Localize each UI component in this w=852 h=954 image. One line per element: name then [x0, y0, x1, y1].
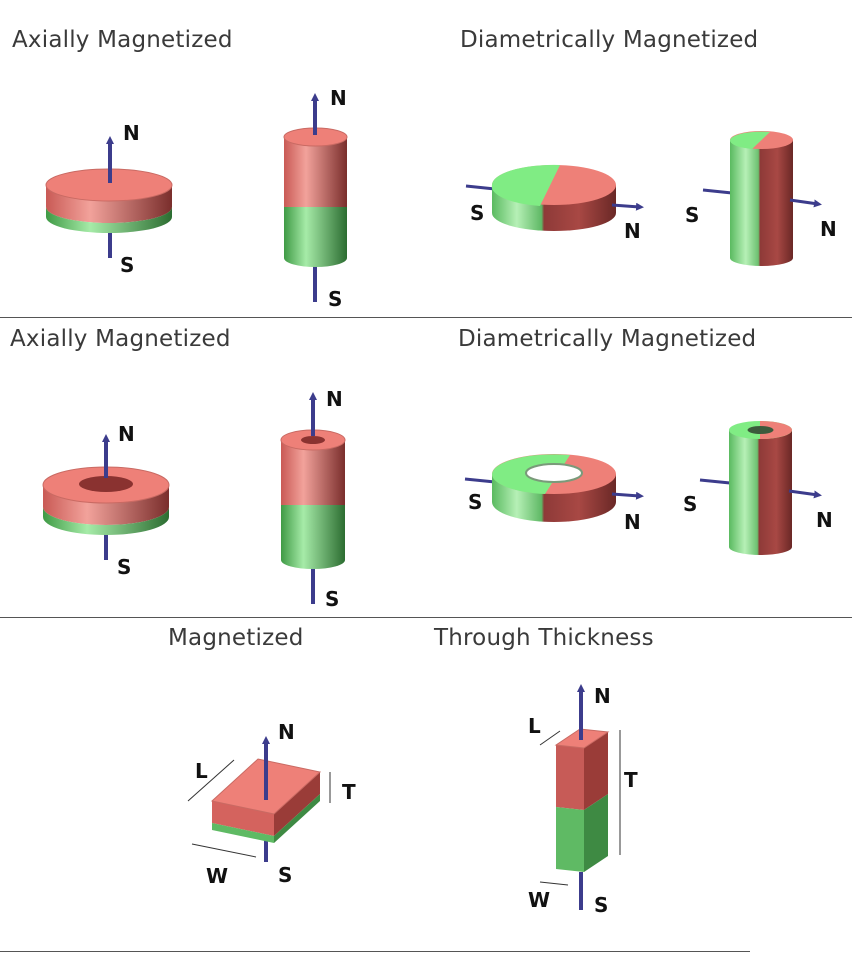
diametric-tube-s-label: S: [683, 492, 697, 516]
axial-ring-s-label: S: [117, 555, 131, 579]
flat-block-magnet: N S L W T: [187, 720, 356, 888]
section1-right-title: Diametrically Magnetized: [460, 27, 759, 53]
block-t-label: T: [342, 780, 356, 804]
section2-left-title: Axially Magnetized: [10, 326, 231, 352]
diametric-tube-magnet: S N: [683, 420, 833, 555]
divider-1: [0, 317, 852, 318]
axial-cylinder-s-label: S: [328, 287, 342, 311]
diametric-ring-n-label: N: [624, 510, 641, 534]
diametric-cylinder-n-label: N: [820, 217, 837, 241]
block-w-label: W: [206, 864, 228, 888]
tall-block-s-label: S: [594, 893, 608, 917]
axial-tube-s-label: S: [325, 587, 339, 611]
section3-left-title: Magnetized: [168, 625, 304, 651]
diametric-cylinder-magnet: S N: [685, 131, 837, 266]
axial-disc-magnet: N S: [45, 121, 173, 277]
diametric-disc-s-label: S: [470, 201, 484, 225]
section2-right-title: Diametrically Magnetized: [458, 326, 757, 352]
diametric-ring-s-label: S: [468, 490, 482, 514]
axial-ring-n-label: N: [118, 422, 135, 446]
diametric-disc-magnet: S N: [465, 164, 644, 243]
divider-bottom: [0, 951, 750, 952]
axial-disc-s-label: S: [120, 253, 134, 277]
axial-cylinder-n-label: N: [330, 86, 347, 110]
diametric-cylinder-s-label: S: [685, 203, 699, 227]
section1-left-title: Axially Magnetized: [12, 27, 233, 53]
axial-tube-magnet: N S: [280, 387, 346, 611]
block-n-label: N: [278, 720, 295, 744]
axial-disc-n-label: N: [123, 121, 140, 145]
block-l-label: L: [195, 759, 208, 783]
axial-tube-n-label: N: [326, 387, 343, 411]
block-s-label: S: [278, 863, 292, 887]
tall-block-l-label: L: [528, 714, 541, 738]
axial-ring-magnet: N S: [42, 422, 170, 579]
tall-block-n-label: N: [594, 684, 611, 708]
diametric-tube-n-label: N: [816, 508, 833, 532]
divider-2: [0, 617, 852, 618]
tall-block-w-label: W: [528, 888, 550, 912]
section3-right-title: Through Thickness: [434, 625, 654, 651]
diametric-disc-n-label: N: [624, 219, 641, 243]
axial-cylinder-magnet: N S: [283, 86, 348, 311]
tall-block-magnet: N S L W T: [528, 684, 638, 917]
tall-block-t-label: T: [624, 768, 638, 792]
diametric-ring-magnet: S N: [464, 454, 644, 534]
